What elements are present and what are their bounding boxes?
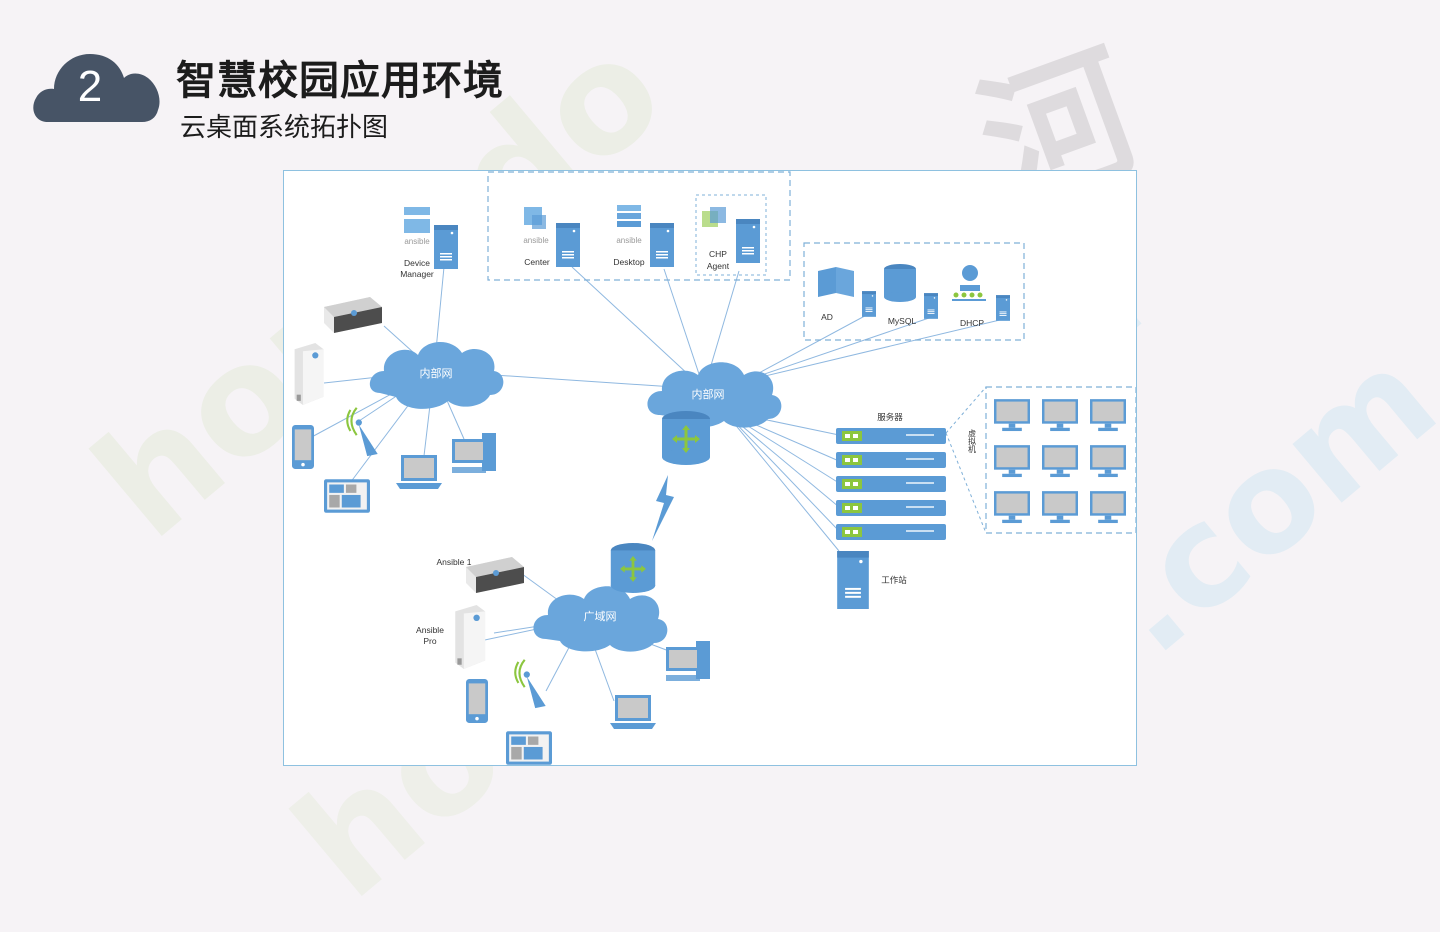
chp-agent-logo-icon: [702, 207, 726, 227]
intranet-cloud-center-label: 内部网: [692, 387, 725, 401]
rack-server-icon: [836, 476, 946, 492]
dhcp-server-icon: [996, 295, 1010, 321]
rack-server-icon: [836, 500, 946, 516]
desktop-ansible-label: ansible: [616, 236, 642, 245]
dhcp-network-icon: [952, 265, 986, 301]
vm-monitor-icon: [1090, 399, 1126, 432]
ad-book-icon: [818, 267, 854, 297]
vm-monitor-icon: [1042, 491, 1078, 524]
wan-router-icon: [610, 543, 656, 593]
ansible-pro-mini-pc-icon: [455, 605, 486, 669]
desktop-pc-icon: [452, 433, 496, 473]
smartphone-icon: [292, 425, 314, 469]
rack-server-icon: [836, 428, 946, 444]
wan-wireless-antenna-icon: [514, 658, 547, 710]
ad-label: AD: [821, 312, 833, 322]
thin-client-icon: [324, 297, 382, 333]
mysql-server-icon: [924, 293, 938, 319]
topology-diagram-canvas: ansible Device Manager ansible Center an…: [292, 171, 1137, 765]
dhcp-label: DHCP: [960, 318, 984, 328]
ad-node: AD: [818, 267, 876, 322]
device-manager-label-1: Device: [404, 258, 430, 268]
page-subtitle: 云桌面系统拓扑图: [180, 113, 389, 143]
core-router-icon: [662, 411, 710, 465]
device-manager-label-2: Manager: [400, 269, 434, 279]
ansible1-label: Ansible 1: [437, 557, 472, 567]
ansible1-thin-client-icon: [466, 557, 524, 593]
tablet-icon: [324, 479, 370, 513]
intranet-cloud-left: 内部网: [369, 341, 504, 409]
center-ansible-label: ansible: [523, 236, 549, 245]
chp-agent-label-1: CHP: [709, 249, 727, 259]
vm-label: 虚拟机: [968, 428, 977, 454]
wan-tablet-icon: [506, 731, 552, 765]
intranet-cloud-left-label: 内部网: [420, 366, 453, 380]
vm-monitor-icon: [1042, 445, 1078, 478]
ansible-logo-icon: [404, 207, 430, 233]
vm-monitor-icon: [994, 399, 1030, 432]
wireless-antenna-icon: [346, 406, 379, 458]
rack-server-icon: [836, 524, 946, 540]
center-label: Center: [524, 257, 550, 267]
server-stack: 服务器: [836, 412, 946, 540]
mysql-label: MySQL: [888, 316, 917, 326]
chp-agent-server-icon: [736, 219, 760, 263]
top-server-group: [487, 171, 791, 281]
desktop-stack-icon: [617, 205, 641, 227]
ad-server-icon: [862, 291, 876, 317]
vm-group-connector-2: [945, 432, 987, 534]
chp-agent-node: CHP Agent: [702, 207, 760, 271]
wan-laptop-icon: [610, 695, 656, 729]
rack-server-icon: [836, 452, 946, 468]
wan-desktop-pc-icon: [666, 641, 710, 681]
vm-group-connector: [945, 386, 987, 434]
center-logo-icon: [524, 207, 546, 229]
ansible-pro-label-1: Ansible: [416, 625, 444, 635]
chp-agent-label-2: Agent: [707, 261, 730, 271]
server-stack-label: 服务器: [877, 412, 903, 422]
wan-cloud: 广域网: [533, 586, 668, 652]
slide-number-cloud-icon: [33, 54, 160, 122]
vm-monitor-icon: [994, 491, 1030, 524]
topology-diagram: ansible Device Manager ansible Center an…: [283, 170, 1137, 766]
center-server-icon: [556, 223, 580, 267]
mysql-node: MySQL: [884, 264, 938, 326]
services-group: [803, 242, 1025, 341]
vm-monitor-icon: [1090, 491, 1126, 524]
wan-link-bolt-icon: [652, 475, 674, 541]
virtual-machine-grid: [994, 399, 1126, 524]
wan-smartphone-icon: [466, 679, 488, 723]
desktop-label: Desktop: [613, 257, 644, 267]
ansible-logo-label: ansible: [404, 237, 430, 246]
mini-pc-icon: [294, 343, 324, 405]
device-manager: ansible Device Manager: [400, 207, 458, 279]
device-manager-server-icon: [434, 225, 458, 269]
ansible-pro-label-2: Pro: [423, 636, 437, 646]
page-title: 智慧校园应用环境: [176, 58, 504, 104]
desktop-server-icon: [650, 223, 674, 267]
workstation-label: 工作站: [881, 575, 907, 585]
slide-number: 2: [77, 62, 103, 111]
workstation-tower-icon: [837, 551, 869, 609]
laptop-icon: [396, 455, 442, 489]
center-node: ansible Center: [523, 207, 580, 267]
desktop-node: ansible Desktop: [613, 205, 674, 267]
vm-monitor-icon: [994, 445, 1030, 478]
chp-agent-group: [695, 194, 767, 276]
vm-monitor-icon: [1042, 399, 1078, 432]
vm-monitor-icon: [1090, 445, 1126, 478]
wan-cloud-label: 广域网: [584, 610, 617, 623]
dhcp-node: DHCP: [952, 265, 1010, 328]
mysql-database-icon: [884, 264, 916, 302]
